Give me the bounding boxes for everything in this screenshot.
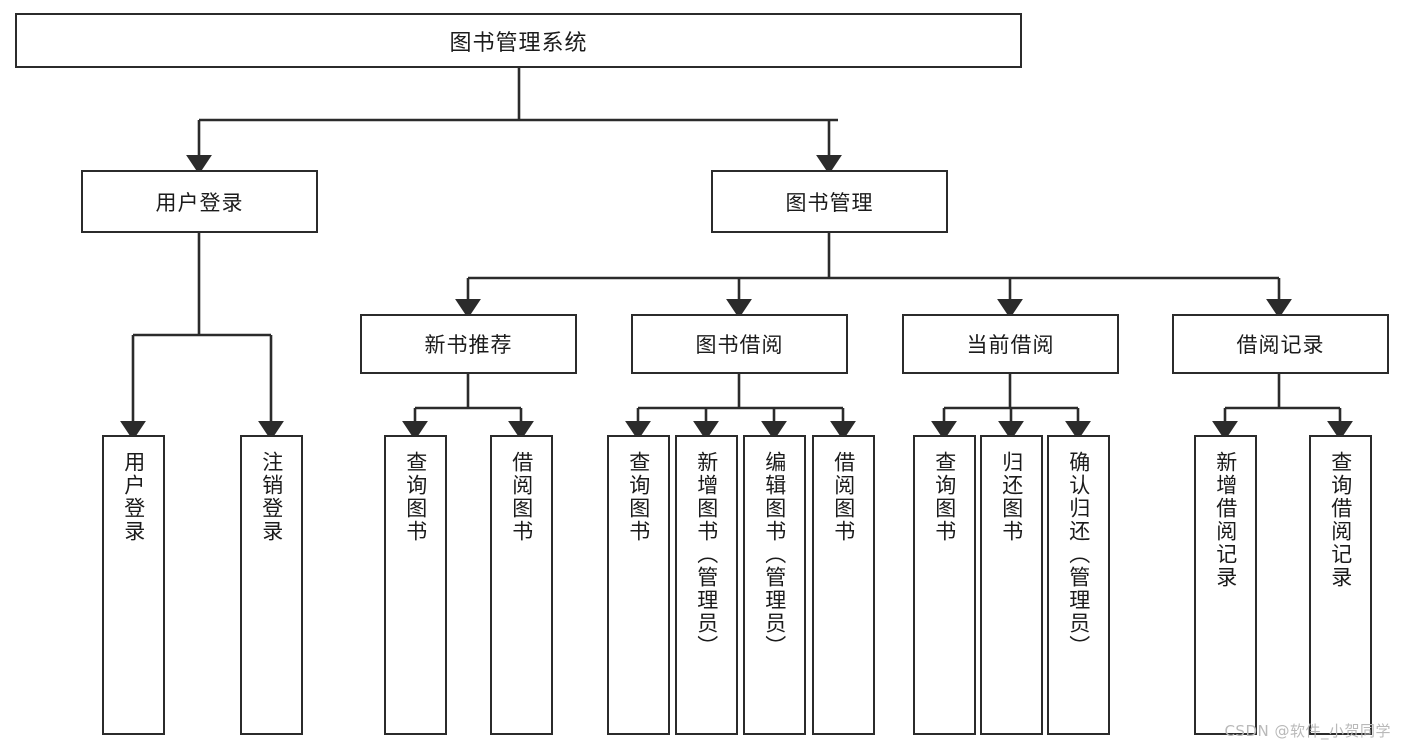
leaf-recommend-query-book[interactable]: 查询图书	[384, 435, 447, 735]
leaf-borrow-edit-book[interactable]: 编辑图书（管理员）	[743, 435, 806, 735]
leaf-record-query-record[interactable]: 查询借阅记录	[1309, 435, 1372, 735]
node-current-borrow[interactable]: 当前借阅	[902, 314, 1119, 374]
leaf-current-return-book[interactable]: 归还图书	[980, 435, 1043, 735]
node-new-book-recommend[interactable]: 新书推荐	[360, 314, 577, 374]
leaf-user-login-login[interactable]: 用户登录	[102, 435, 165, 735]
leaf-record-add-record[interactable]: 新增借阅记录	[1194, 435, 1257, 735]
leaf-user-login-logout[interactable]: 注销登录	[240, 435, 303, 735]
leaf-current-query-book[interactable]: 查询图书	[913, 435, 976, 735]
leaf-borrow-add-book[interactable]: 新增图书（管理员）	[675, 435, 738, 735]
node-book-borrow[interactable]: 图书借阅	[631, 314, 848, 374]
watermark: CSDN @软件_小贺同学	[1224, 722, 1391, 740]
leaf-borrow-borrow-book[interactable]: 借阅图书	[812, 435, 875, 735]
node-book-management[interactable]: 图书管理	[711, 170, 948, 233]
node-root[interactable]: 图书管理系统	[15, 13, 1022, 68]
leaf-borrow-query-book[interactable]: 查询图书	[607, 435, 670, 735]
node-user-login[interactable]: 用户登录	[81, 170, 318, 233]
leaf-current-confirm-return[interactable]: 确认归还（管理员）	[1047, 435, 1110, 735]
leaf-recommend-borrow-book[interactable]: 借阅图书	[490, 435, 553, 735]
node-borrow-record[interactable]: 借阅记录	[1172, 314, 1389, 374]
